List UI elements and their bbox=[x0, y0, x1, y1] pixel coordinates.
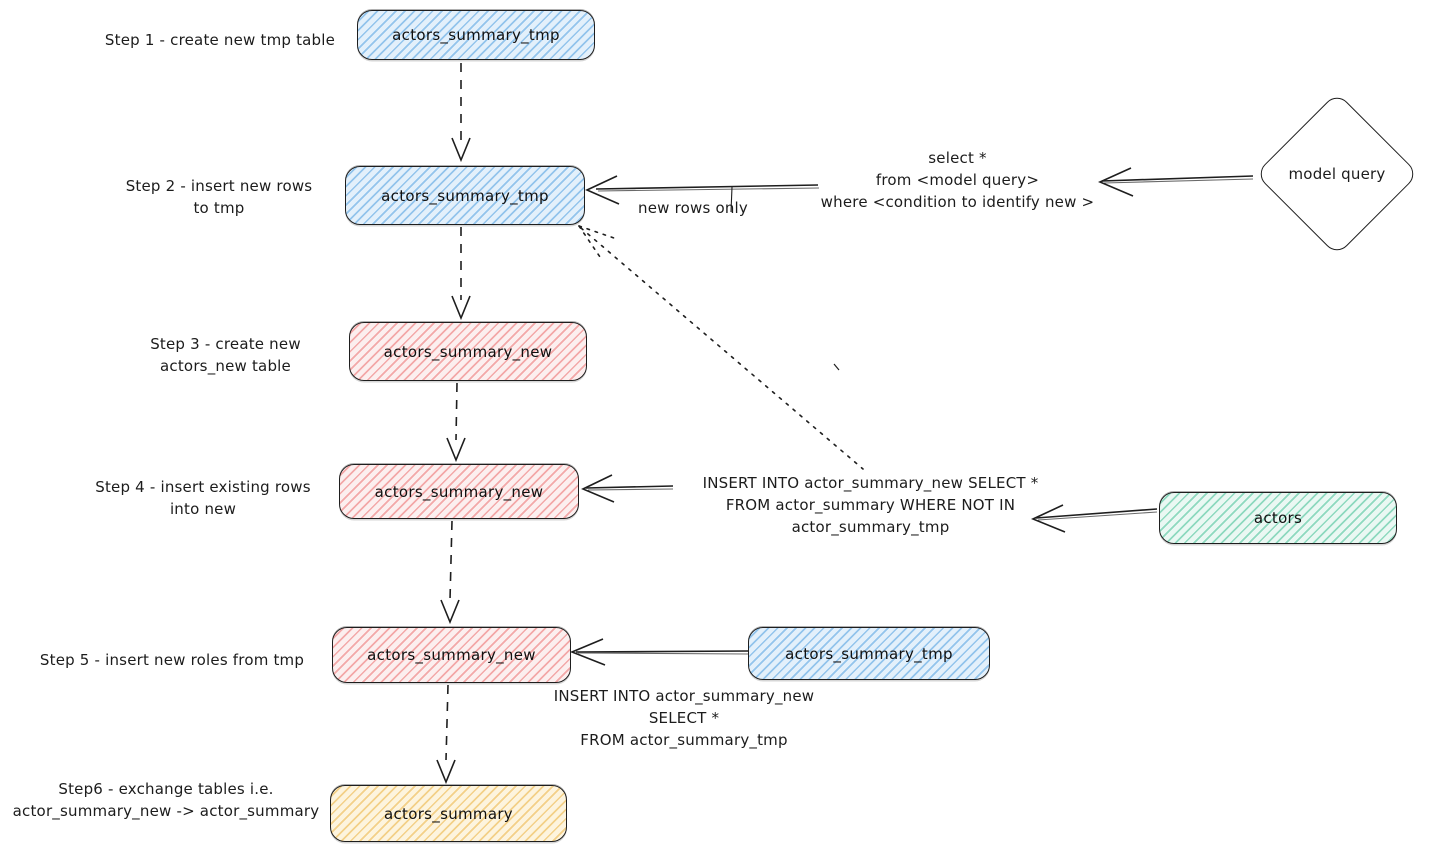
step1-label: Step 1 - create new tmp table bbox=[85, 29, 355, 51]
dotted-link-step2-insertexisting bbox=[579, 226, 863, 469]
node-tmp-source[interactable]: actors_summary_tmp bbox=[748, 627, 990, 680]
node-step2-actors-summary-tmp[interactable]: actors_summary_tmp bbox=[345, 166, 585, 225]
step3-label: Step 3 - create new actors_new table bbox=[98, 333, 353, 377]
node-actors-source[interactable]: actors bbox=[1159, 492, 1397, 544]
arrow-step5-to-step6 bbox=[437, 685, 455, 782]
select-query-annotation: select * from <model query> where <condi… bbox=[790, 147, 1125, 213]
node-step6-actors-summary[interactable]: actors_summary bbox=[330, 785, 567, 842]
model-query-label: model query bbox=[1256, 163, 1418, 185]
arrow-tmpsource-to-step5 bbox=[572, 639, 748, 665]
node-step5-actors-summary-new[interactable]: actors_summary_new bbox=[332, 627, 571, 683]
insert-existing-annotation: INSERT INTO actor_summary_new SELECT * F… bbox=[678, 472, 1063, 538]
arrow-insertexisting-to-step4 bbox=[583, 475, 673, 502]
node-step1-actors-summary-tmp[interactable]: actors_summary_tmp bbox=[357, 10, 595, 60]
arrow-step4-to-step5 bbox=[441, 521, 459, 622]
node-step3-actors-summary-new[interactable]: actors_summary_new bbox=[349, 322, 587, 381]
step4-label: Step 4 - insert existing rows into new bbox=[72, 476, 334, 520]
insert-from-tmp-annotation: INSERT INTO actor_summary_new SELECT * F… bbox=[528, 685, 840, 751]
arrow-step3-to-step4 bbox=[447, 383, 465, 460]
stray-mark bbox=[834, 364, 839, 370]
step5-label: Step 5 - insert new roles from tmp bbox=[22, 649, 322, 671]
node-step4-actors-summary-new[interactable]: actors_summary_new bbox=[339, 464, 579, 519]
arrow-step2-to-step3 bbox=[452, 227, 470, 318]
step6-label: Step6 - exchange tables i.e. actor_summa… bbox=[2, 778, 330, 822]
arrow-step1-to-step2 bbox=[452, 63, 470, 160]
new-rows-only-annotation: new rows only bbox=[628, 197, 758, 219]
step2-label: Step 2 - insert new rows to tmp bbox=[90, 175, 348, 219]
